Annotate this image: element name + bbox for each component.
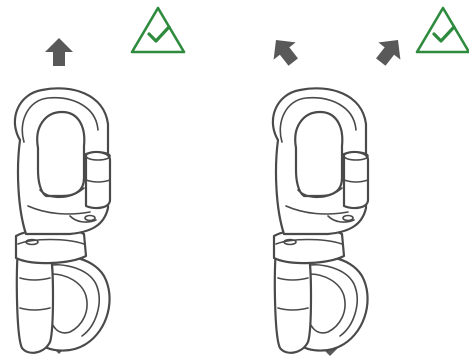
arrow-up-right-icon: [369, 31, 410, 71]
swivel-shackle: [13, 87, 112, 354]
check-triangle-icon: [130, 6, 186, 54]
check-triangle-icon: [415, 6, 469, 54]
left-panel: [13, 6, 186, 354]
arrow-up-left-icon: [264, 31, 305, 71]
arrow-up-icon: [45, 38, 73, 66]
right-panel: [264, 6, 469, 356]
swivel-shackle: [271, 87, 370, 354]
